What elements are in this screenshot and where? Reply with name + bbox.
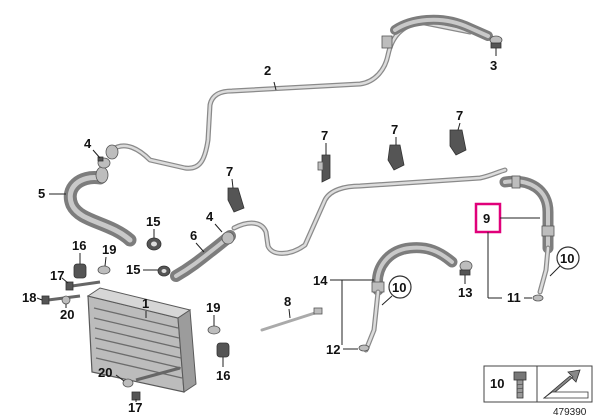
upper-oil-pipe	[109, 19, 473, 171]
cable-tie-8	[260, 307, 323, 332]
washer-19-upper	[97, 265, 111, 275]
callout-7-b: 7	[391, 122, 398, 137]
callout-17-upper: 17	[50, 268, 64, 283]
circle-callout-10-lower: 10	[388, 275, 412, 299]
hose-clamp-3	[489, 35, 503, 49]
callout-15-lower: 15	[126, 262, 140, 277]
lower-oil-pipe	[231, 167, 508, 256]
arrow-icon	[542, 369, 589, 399]
callout-4-left: 4	[84, 136, 92, 151]
seal-ring-11	[532, 294, 544, 302]
callout-15-upper: 15	[146, 214, 160, 229]
legend-box: 10	[483, 365, 593, 403]
cooler-fins	[93, 307, 183, 379]
grommet-15-lower	[157, 265, 171, 277]
washer-19-lower	[207, 325, 221, 335]
oil-cooler-1	[86, 287, 197, 393]
callout-20-lower: 20	[98, 365, 112, 380]
callout-7-c: 7	[456, 108, 463, 123]
callout-8: 8	[284, 294, 291, 309]
hose-clamp-4-middle	[221, 231, 235, 245]
callout-19-upper: 19	[102, 242, 116, 257]
hose-clamp-4-left	[97, 156, 111, 169]
callout-11: 11	[507, 290, 521, 305]
callout-20-upper: 20	[60, 307, 74, 322]
washer-20-lower	[122, 378, 134, 388]
callout-12: 12	[326, 342, 340, 357]
callout-16-left: 16	[72, 238, 86, 253]
bolt-18	[41, 294, 81, 305]
hose-clamp-13	[459, 260, 473, 276]
callout-19-lower: 19	[206, 300, 220, 315]
callout-1: 1	[142, 296, 149, 311]
rubber-mount-16-left	[73, 263, 87, 279]
left-hose-5	[63, 171, 137, 247]
legend-label-10: 10	[490, 376, 504, 391]
bracket-7-a	[317, 154, 331, 183]
callout-18: 18	[22, 290, 36, 305]
callout-7-d: 7	[226, 164, 233, 179]
circle-callout-10-right: 10	[556, 246, 580, 270]
lower-hose-14	[363, 242, 458, 353]
upper-hose-end	[381, 14, 493, 49]
svg-text:10: 10	[560, 251, 574, 266]
seal-ring-12	[358, 344, 370, 352]
hose-ring	[511, 175, 521, 189]
callout-2: 2	[264, 63, 271, 78]
callout-3: 3	[490, 58, 497, 73]
callout-6: 6	[190, 228, 197, 243]
bracket-7-c	[449, 129, 467, 156]
bolt-icon	[513, 371, 527, 399]
bolt-17-upper	[65, 280, 101, 291]
bracket-7-b	[387, 144, 405, 171]
middle-hose-6	[170, 230, 236, 282]
bracket-7-d	[227, 187, 245, 213]
callout-17-lower: 17	[128, 400, 142, 415]
callout-13: 13	[458, 285, 472, 300]
callout-16-right: 16	[216, 368, 230, 383]
svg-text:10: 10	[392, 280, 406, 295]
grommet-15-upper	[146, 237, 162, 251]
rubber-mount-16-right	[216, 342, 230, 358]
callout-14: 14	[313, 273, 328, 288]
callout-4-middle: 4	[206, 209, 214, 224]
hose-ring-lower	[541, 225, 555, 237]
pipe-connector-ring	[381, 35, 393, 49]
hose-fitting-5	[95, 144, 119, 184]
washer-20-upper	[61, 295, 71, 305]
callout-5: 5	[38, 186, 45, 201]
right-hose-9	[499, 175, 555, 295]
callout-9: 9	[483, 211, 490, 226]
callout-7-a: 7	[321, 128, 328, 143]
diagram-number: 479390	[553, 407, 587, 418]
